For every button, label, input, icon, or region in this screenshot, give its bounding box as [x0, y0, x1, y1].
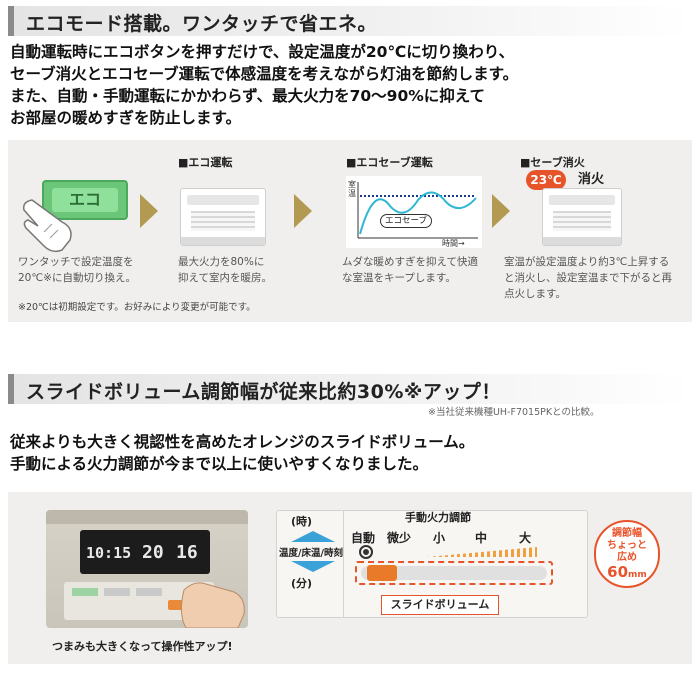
- control-panel-illustration: (時) 温度/床温/時刻 (分) 自動 手動火力調節 微少 小 中 大 スライド…: [276, 510, 588, 618]
- arrow-icon: [140, 194, 158, 228]
- badge-line-3: 広め: [617, 552, 637, 563]
- step4-desc-1: 室温が設定温度より約3℃上昇する: [504, 256, 670, 268]
- slider-highlight: [355, 561, 553, 585]
- manual-title: 手動火力調節: [405, 511, 471, 524]
- step2-desc-2: 抑えて室内を暖房。: [178, 272, 272, 284]
- temperature-graph: 室温 エコセーブ 時間→: [346, 176, 482, 248]
- level-mid: 中: [475, 531, 488, 545]
- heading-bar: [8, 374, 14, 404]
- section1-line-2: セーブ消火とエコセーブ運転で体感温度を考えながら灯油を節約します。: [10, 65, 519, 83]
- temp-badge: 23℃: [526, 170, 566, 190]
- eco-mode-diagram: エコ ワンタッチで設定温度を 20℃※に自動切り換え。 ■エコ運転 最大火力を8…: [8, 140, 692, 322]
- badge-line-2: ちょっと: [607, 540, 647, 551]
- graph-xlabel: 時間→: [442, 239, 465, 248]
- heading-bar: [8, 6, 14, 36]
- step2-desc-1: 最大火力を80%に: [178, 256, 265, 268]
- section2-line-1: 従来よりも大きく視認性を高めたオレンジのスライドボリューム。: [10, 433, 475, 451]
- auto-label: 自動: [351, 531, 376, 545]
- arrow-icon: [294, 194, 312, 228]
- eco-button-label: エコ: [52, 188, 118, 212]
- width-badge: 調節幅 ちょっと 広め 60mm: [594, 520, 660, 588]
- step1-desc-2: 20℃※に自動切り換え。: [18, 272, 136, 284]
- section2-title: スライドボリューム調節幅が従来比約30%※アップ！: [26, 381, 501, 403]
- level-low: 小: [433, 531, 446, 545]
- level-low-min: 微少: [387, 531, 412, 545]
- badge-value: 60: [607, 563, 629, 581]
- auto-indicator: [359, 545, 373, 559]
- step3-desc-1: ムダな暖めすぎを抑えて快適: [342, 256, 478, 268]
- step1-desc-1: ワンタッチで設定温度を: [18, 256, 134, 268]
- section1-line-4: お部屋の暖めすぎを防止します。: [10, 109, 241, 127]
- level-scale: [427, 547, 537, 557]
- off-label: 消火: [578, 172, 605, 187]
- section1-title: エコモード搭載。ワンタッチで省エネ。: [26, 13, 378, 35]
- section1-line-1: 自動運転時にエコボタンを押すだけで、設定温度が20℃に切り換わり、: [10, 43, 515, 61]
- level-high: 大: [519, 531, 532, 545]
- section1-line-3: また、自動・手動運転にかかわらず、最大火力を70〜90%に抑えて: [10, 87, 486, 105]
- step4-desc-3: 点火します。: [504, 288, 566, 300]
- eco-button-image: エコ: [42, 180, 128, 220]
- footnote: ※20℃は初期設定です。お好みにより変更が可能です。: [18, 302, 256, 313]
- graph-ylabel: 室温: [348, 180, 356, 198]
- slide-volume-track[interactable]: [361, 565, 547, 581]
- temp-label: 温度/床温/時刻: [279, 548, 343, 559]
- step2-title: ■エコ運転: [178, 156, 233, 169]
- lcd-time: 10:15: [86, 544, 132, 562]
- comparison-note: ※当社従来機種UH-F7015PKとの比較。: [428, 407, 600, 418]
- step3-title: ■エコセーブ運転: [346, 156, 433, 169]
- down-arrow-button[interactable]: [291, 561, 335, 572]
- ecosave-tag: エコセーブ: [380, 214, 432, 228]
- lcd-temp-2: 16: [176, 542, 198, 563]
- section1-heading: エコモード搭載。ワンタッチで省エネ。: [8, 6, 692, 36]
- section2-line-2: 手動による火力調節が今まで以上に使いやすくなりました。: [10, 455, 429, 473]
- lcd-temp: 20: [142, 542, 164, 563]
- photo-caption: つまみも大きくなって操作性アップ!: [52, 640, 233, 653]
- heater-illustration: [180, 188, 266, 246]
- up-arrow-button[interactable]: [291, 531, 335, 542]
- step4-desc-2: と消火し、設定室温まで下がると再: [504, 272, 672, 284]
- minute-label: (分): [291, 577, 313, 590]
- arrow-icon: [492, 194, 510, 228]
- badge-unit: mm: [628, 570, 647, 580]
- slider-caption: スライドボリューム: [381, 595, 499, 615]
- badge-line-1: 調節幅: [612, 528, 642, 539]
- slide-volume-panel: 10:15 20 16 つまみも大きくなって操作性アップ! (時) 温度/床温/…: [8, 492, 692, 664]
- step3-desc-2: な室温をキープします。: [342, 272, 456, 284]
- section2-heading: スライドボリューム調節幅が従来比約30%※アップ！: [8, 374, 692, 404]
- step4-title: ■セーブ消火: [520, 156, 585, 169]
- time-label: (時): [291, 515, 313, 528]
- heater-illustration: [542, 188, 622, 246]
- finger-icon: [22, 199, 72, 253]
- lcd-display: 10:15 20 16: [80, 530, 210, 574]
- hand-icon: [180, 582, 245, 628]
- slide-volume-knob[interactable]: [367, 565, 397, 581]
- control-panel-photo: 10:15 20 16: [46, 510, 248, 628]
